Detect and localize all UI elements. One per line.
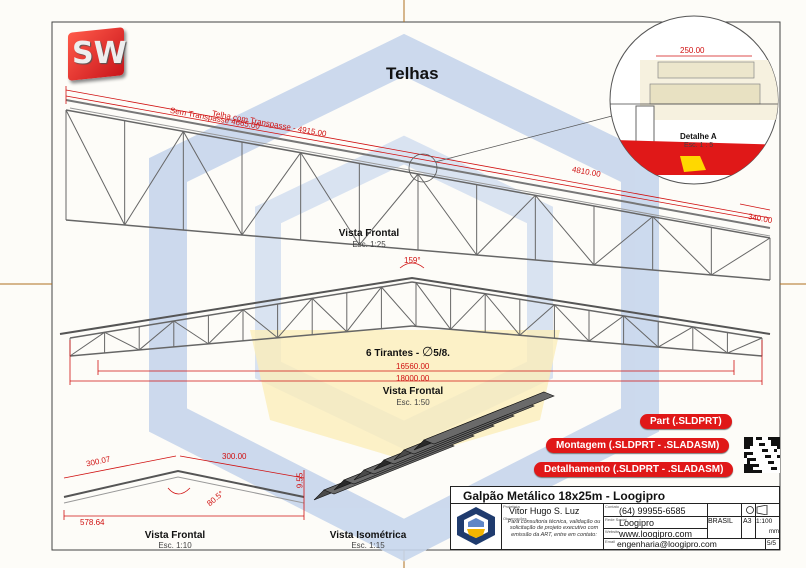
assembly-file-button[interactable]: Montagem (.SLDPRT - .SLADASM) xyxy=(546,438,730,453)
small-dim-right: 300.00 xyxy=(222,452,247,461)
sheet-number: 5/5 xyxy=(767,540,777,547)
solidworks-logo: SW xyxy=(64,26,132,82)
ridge-angle: 159° xyxy=(404,256,421,265)
small-view-label: Vista Frontal xyxy=(144,530,206,541)
detail-marker xyxy=(408,153,438,183)
detail-dim: 250.00 xyxy=(680,46,705,55)
iso-view-label: Vista Isométrica xyxy=(329,530,407,541)
top-view-scale: Esc. 1:25 xyxy=(352,240,386,249)
roof-sheet-line xyxy=(65,99,771,229)
consult-note: Para consultoria técnica, validação ou s… xyxy=(507,519,601,538)
paper-size: A3 xyxy=(743,518,752,525)
logo-text: SW xyxy=(72,36,127,71)
mid-view-scale: Esc. 1:50 xyxy=(396,398,430,407)
company-logo xyxy=(453,505,499,547)
detail-file-button[interactable]: Detalhamento (.SLDPRT - .SLADASM) xyxy=(534,462,734,477)
lbl-project: Projetista xyxy=(503,504,520,509)
lbl-company: Rede Social xyxy=(605,517,627,522)
country: BRASIL xyxy=(708,518,733,525)
iso-view-scale: Esc. 1:15 xyxy=(351,541,385,550)
mid-dimensions xyxy=(69,262,763,385)
unit: mm xyxy=(769,529,779,535)
lbl-site: Website xyxy=(605,529,620,534)
projection-icon xyxy=(745,505,771,515)
lbl-email: Email xyxy=(605,539,616,544)
truss-mid-view xyxy=(69,281,763,357)
detail-a-view xyxy=(609,15,779,185)
mid-view-label: Vista Frontal xyxy=(382,386,444,397)
sheet-title: Telhas xyxy=(386,64,439,83)
isometric-sheet xyxy=(313,391,555,501)
truss-top-view xyxy=(65,109,771,281)
phone[interactable]: (64) 99955-6585 xyxy=(619,506,686,516)
lbl-obs: Observações xyxy=(503,516,527,521)
detail-label: Detalhe A xyxy=(680,132,717,141)
small-dim-height: 9.55 xyxy=(295,472,305,489)
detail-scale: Esc. 1 : 5 xyxy=(684,142,714,149)
email[interactable]: engenharia@loogipro.com xyxy=(617,539,717,549)
company[interactable]: Loogipro xyxy=(619,518,655,528)
part-file-button[interactable]: Part (.SLDPRT) xyxy=(640,414,732,429)
tie-rods-label: 6 Tirantes - ∅5/8. xyxy=(366,344,450,359)
dim-inner: 16560.00 xyxy=(396,362,430,371)
title-block: Galpão Metálico 18x25m - Loogipro Projet… xyxy=(450,486,780,550)
website[interactable]: www.loogipro.com xyxy=(619,529,693,539)
top-view-label: Vista Frontal xyxy=(338,228,400,239)
small-view-scale: Esc. 1:10 xyxy=(158,541,192,550)
small-front-view xyxy=(63,455,305,520)
roof-ridge-line xyxy=(59,276,771,335)
lbl-contact: Contato xyxy=(605,504,620,509)
top-dimensions xyxy=(65,86,771,221)
small-dim-bottom: 578.64 xyxy=(80,518,105,527)
drawing-scale: 1:100 xyxy=(756,518,773,525)
qr-code[interactable] xyxy=(744,437,780,473)
title-block-heading: Galpão Metálico 18x25m - Loogipro xyxy=(463,489,666,503)
author: Vitor Hugo S. Luz xyxy=(509,506,580,516)
dim-outer: 18000.00 xyxy=(396,374,430,383)
